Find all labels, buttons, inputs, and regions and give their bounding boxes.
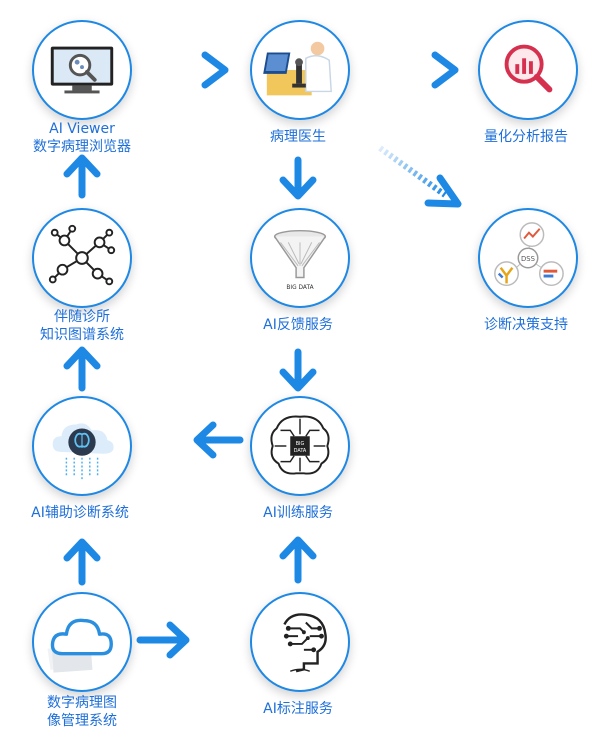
dss-icon: DSS: [494, 222, 564, 287]
funnel-icon-text: BIG DATA: [286, 285, 313, 291]
arrow-aux-to-graph: [63, 346, 101, 392]
quant-report-label-line1: 量化分析报告: [484, 129, 568, 145]
quant-report-node[interactable]: [478, 20, 578, 120]
image-mgmt-label: 数字病理图 像管理系统: [0, 694, 167, 730]
feedback-node[interactable]: BIG DATA: [250, 208, 350, 308]
feedback-label-line1: AI反馈服务: [263, 317, 333, 333]
arrow-pathologist-to-feedback: [279, 156, 317, 200]
ai-viewer-label: AI Viewer 数字病理浏览器: [0, 120, 167, 156]
pathologist-label-line1: 病理医生: [270, 129, 326, 145]
arrow-training-to-aux: [193, 421, 244, 459]
ai-viewer-label-line1: AI Viewer: [49, 121, 115, 137]
pathologist-microscope-icon: [263, 41, 332, 96]
image-mgmt-label-line2: 像管理系统: [47, 713, 117, 729]
arrow-imgmgmt-to-labeling: [136, 621, 190, 659]
brain-chip-text-2: DATA: [294, 448, 307, 454]
cloud-brain-icon: [52, 423, 114, 480]
chart-magnifier-icon: [504, 44, 553, 93]
knowledge-graph-node[interactable]: [32, 208, 132, 308]
decision-support-node[interactable]: DSS: [478, 208, 578, 308]
feedback-label: AI反馈服务: [213, 316, 383, 334]
decision-support-label-line1: 诊断决策支持: [484, 317, 568, 333]
arrow-imgmgmt-to-aux: [63, 538, 101, 586]
circuit-head-icon: [283, 613, 327, 673]
network-graph-icon: [48, 224, 116, 286]
aux-diagnosis-label-line1: AI辅助诊断系统: [31, 505, 129, 521]
arrow-pathologist-to-dss: [378, 145, 462, 208]
decision-support-label: 诊断决策支持: [441, 316, 600, 334]
knowledge-graph-label: 伴随诊所 知识图谱系统: [0, 308, 167, 344]
aux-diagnosis-node[interactable]: [32, 396, 132, 496]
image-mgmt-label-line1: 数字病理图: [47, 695, 117, 711]
labeling-node[interactable]: [250, 592, 350, 692]
arrow-pathologist-to-report: [365, 51, 459, 89]
labeling-label: AI标注服务: [213, 700, 383, 718]
arrow-viewer-to-pathologist: [140, 51, 229, 89]
cloud-icon: [47, 618, 113, 673]
training-node[interactable]: BIG DATA: [250, 396, 350, 496]
funnel-icon: BIG DATA: [273, 229, 327, 291]
knowledge-graph-label-line2: 知识图谱系统: [40, 327, 124, 343]
brain-chip-text-1: BIG: [296, 441, 305, 447]
training-label: AI训练服务: [213, 504, 383, 522]
ai-viewer-node[interactable]: [32, 20, 132, 120]
arrow-graph-to-viewer: [63, 154, 101, 199]
pathologist-node[interactable]: [250, 20, 350, 120]
monitor-magnifier-icon: [50, 46, 114, 94]
knowledge-graph-label-line1: 伴随诊所: [54, 309, 110, 325]
pathologist-label: 病理医生: [213, 128, 383, 146]
arrow-labeling-to-training: [279, 536, 317, 584]
arrow-feedback-to-training: [279, 348, 317, 392]
aux-diagnosis-label: AI辅助诊断系统: [0, 504, 165, 522]
labeling-label-line1: AI标注服务: [263, 701, 333, 717]
circuit-brain-icon: BIG DATA: [270, 415, 330, 475]
training-label-line1: AI训练服务: [263, 505, 333, 521]
image-mgmt-node[interactable]: [32, 592, 132, 692]
quant-report-label: 量化分析报告: [441, 128, 600, 146]
dss-icon-text: DSS: [521, 255, 535, 263]
ai-viewer-label-line2: 数字病理浏览器: [33, 139, 131, 155]
